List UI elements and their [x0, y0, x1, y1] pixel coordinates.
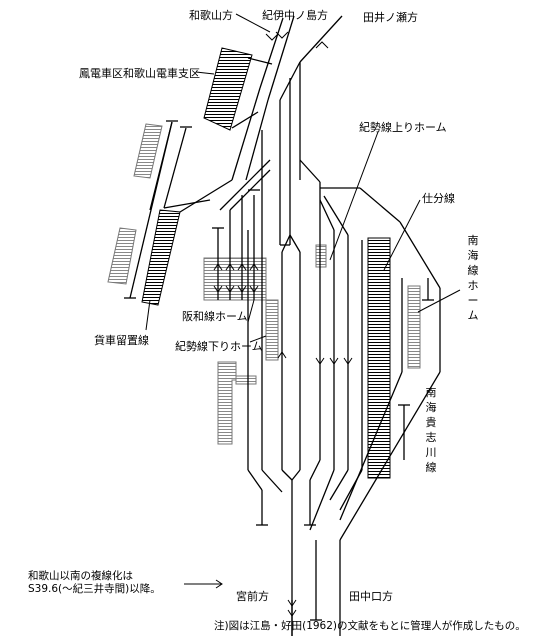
- label-depot: 鳳電車区和歌山電車支区: [79, 67, 200, 80]
- note-double-track-line2: S39.6(〜紀三井寺間)以降。: [28, 583, 161, 595]
- label-nankai-kishigawa-line: 南海貴志川線: [425, 386, 437, 474]
- label-kisei-down-platform: 紀勢線下りホーム: [175, 340, 263, 353]
- depot-building: [203, 47, 253, 131]
- label-freight-siding: 貨車留置線: [94, 334, 149, 347]
- hanwa-platform: [203, 257, 267, 301]
- sorting-track-block: [367, 237, 391, 479]
- label-hanwa-platform: 阪和線ホーム: [182, 310, 248, 323]
- note-source: 注)図は江島・好田(1962)の文献をもとに管理人が作成したもの。: [214, 620, 526, 632]
- kisei-up-platform: [315, 244, 327, 268]
- label-tanakaguchi-direction: 田中口方: [349, 590, 393, 603]
- label-kisei-up-platform: 紀勢線上りホーム: [359, 121, 447, 134]
- label-tainose-direction: 田井ノ瀬方: [363, 11, 418, 24]
- kisei-down-platform: [217, 299, 279, 445]
- label-miyamae-direction: 宮前方: [236, 590, 269, 603]
- nankai-platform: [407, 285, 421, 369]
- label-nankai-platform: 南海線ホーム: [467, 234, 479, 322]
- freight-siding-blocks: [107, 123, 181, 306]
- label-wakayama-direction: 和歌山方: [189, 9, 233, 22]
- label-sorting-track: 仕分線: [422, 192, 455, 205]
- direction-arrows: [213, 31, 353, 617]
- tracks: [124, 15, 441, 636]
- pointer-lines: [145, 13, 461, 589]
- label-kii-nakanoshima-direction: 紀伊中ノ島方: [262, 9, 328, 22]
- note-double-track-line1: 和歌山以南の複線化は: [28, 570, 133, 582]
